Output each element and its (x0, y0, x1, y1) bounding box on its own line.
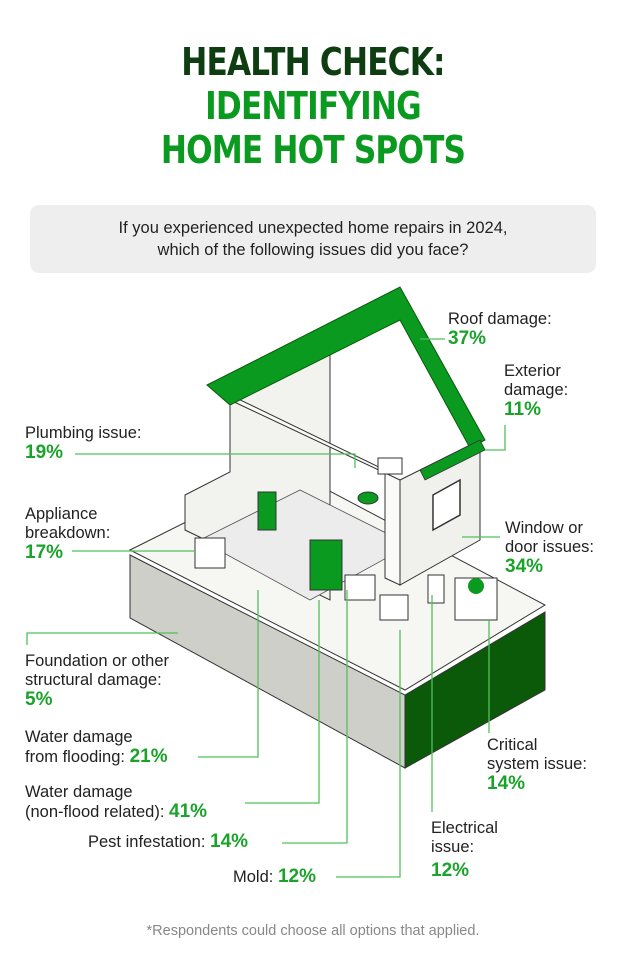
label: Mold: (233, 868, 274, 886)
value: 41% (169, 801, 208, 822)
label-line-2: issue: (431, 838, 475, 856)
electrical-callout: Electrical issue: 12% (431, 819, 498, 880)
value: 21% (129, 746, 168, 767)
appliance-callout: Appliance breakdown: 17% (25, 505, 110, 562)
plumbing-callout: Plumbing issue: 19% (25, 424, 141, 462)
toilet (357, 491, 379, 505)
exterior-damage-callout: Exterior damage: 11% (504, 362, 568, 419)
label-line-1: Electrical (431, 819, 498, 837)
label-line-2: damage: (504, 381, 569, 399)
pest-callout: Pest infestation: 14% (88, 832, 248, 852)
label-line-1: Water damage (25, 783, 133, 801)
bathroom-sink (377, 457, 403, 475)
flooding-callout: Water damage from flooding: 21% (25, 728, 168, 767)
label-line-2: from flooding: (25, 748, 125, 766)
label-line-1: Critical (487, 736, 538, 754)
value: 12% (277, 866, 316, 887)
window (432, 478, 461, 532)
question-line-1: If you experienced unexpected home repai… (118, 219, 508, 237)
title-line-1: HEALTH CHECK: (181, 40, 445, 84)
value: 37% (448, 328, 487, 349)
label-line-2: door issues: (505, 538, 594, 556)
foundation-side (404, 611, 546, 769)
ac-fan (468, 578, 484, 594)
label: Roof damage: (448, 310, 552, 328)
value: 11% (504, 399, 541, 420)
label-line-2: (non-flood related): (25, 803, 165, 821)
value: 12% (431, 860, 470, 881)
label-line-2: system issue: (487, 755, 587, 773)
leader-lines (26, 338, 506, 878)
roof-damage-callout: Roof damage: 37% (448, 310, 552, 348)
label: Pest infestation: (88, 833, 206, 851)
label: Plumbing issue: (25, 424, 142, 442)
value: 34% (505, 556, 544, 577)
mold-callout: Mold: 12% (233, 867, 316, 887)
label-line-1: Exterior (504, 362, 561, 380)
label-line-1: Water damage (25, 728, 133, 746)
label-line-1: Window or (505, 519, 583, 537)
survey-question: If you experienced unexpected home repai… (30, 205, 596, 273)
water-heater (257, 491, 277, 531)
label-line-1: Foundation or other (25, 652, 170, 670)
critical-system-callout: Critical system issue: 14% (487, 736, 587, 793)
washer (194, 537, 226, 569)
fridge (309, 539, 343, 591)
value: 14% (487, 773, 526, 794)
value: 19% (25, 442, 64, 463)
value: 17% (25, 542, 64, 563)
value: 5% (25, 689, 53, 710)
label-line-2: structural damage: (25, 671, 162, 689)
title-line-2: IDENTIFYING (205, 84, 422, 128)
sink-cabinet (379, 594, 409, 621)
value: 14% (210, 831, 249, 852)
title-line-3: HOME HOT SPOTS (160, 128, 466, 172)
label-line-2: breakdown: (25, 524, 111, 542)
footnote: *Respondents could choose all options th… (146, 923, 480, 939)
label-line-1: Appliance (25, 505, 98, 523)
window-door-callout: Window or door issues: 34% (505, 519, 594, 576)
stove (344, 574, 376, 601)
question-line-2: which of the following issues did you fa… (157, 241, 469, 259)
non-flood-water-callout: Water damage (non-flood related): 41% (25, 783, 207, 822)
electrical-panel (427, 574, 445, 604)
foundation-callout: Foundation or other structural damage: 5… (25, 652, 169, 709)
